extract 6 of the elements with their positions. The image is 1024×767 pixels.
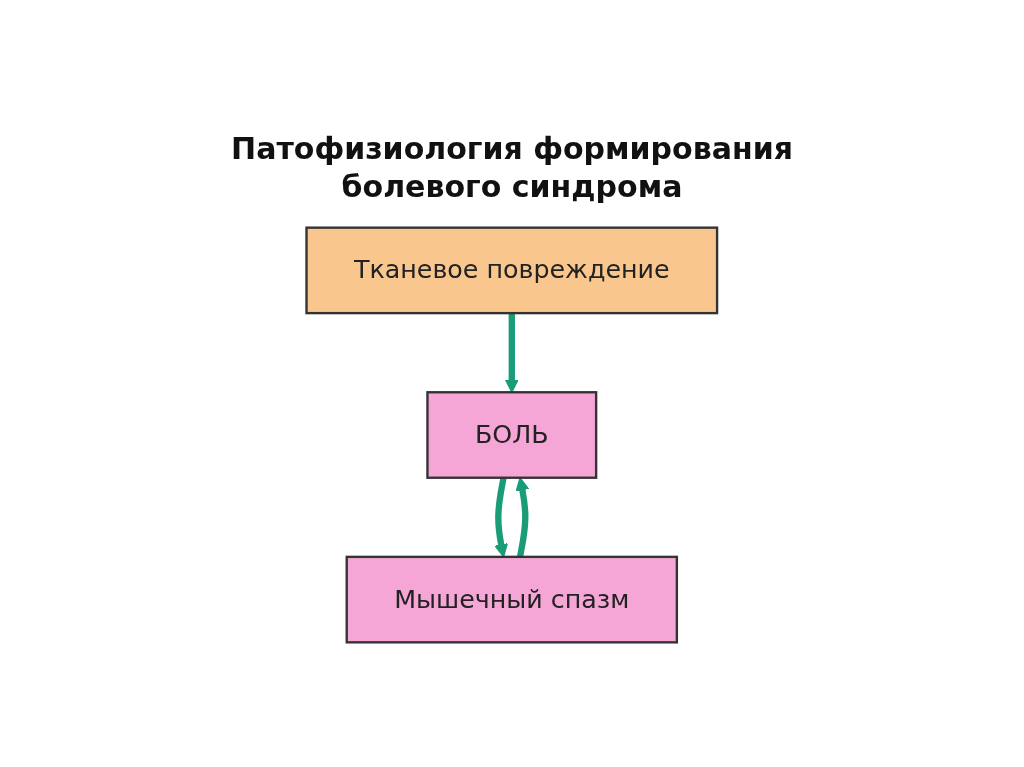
- arrow: [515, 477, 530, 558]
- node-box: Мышечный спазм: [345, 555, 679, 644]
- node-box: Тканевое повреждение: [305, 226, 719, 315]
- arrow: [505, 313, 519, 393]
- diagram-title: Патофизиология формирования болевого синдрома: [230, 130, 794, 205]
- node-box: БОЛЬ: [426, 391, 598, 479]
